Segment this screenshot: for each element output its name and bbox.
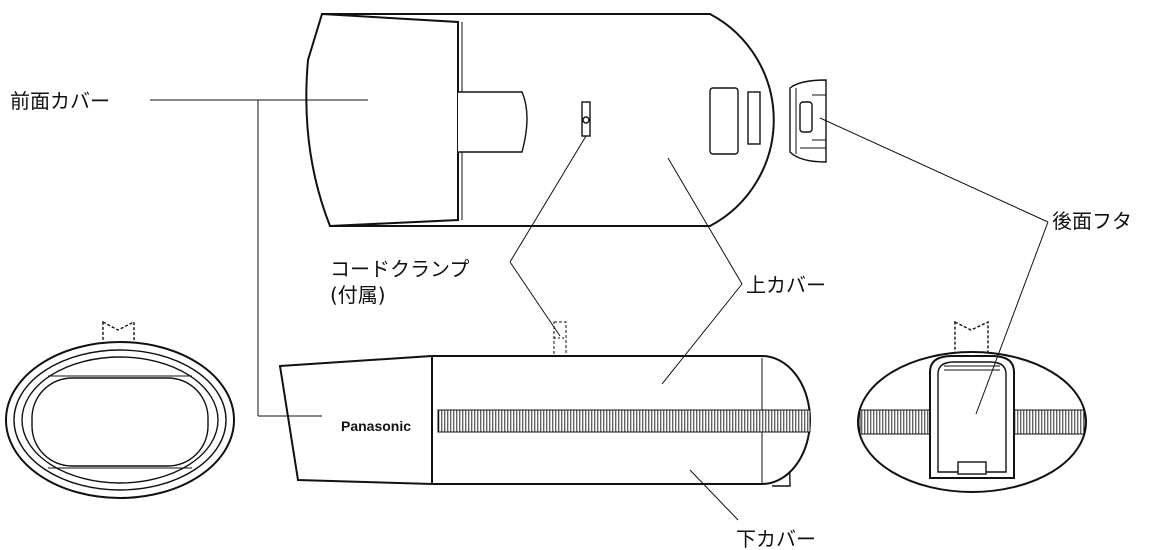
- side-view-housing: Panasonic: [278, 321, 811, 487]
- rear-lid: [789, 79, 827, 163]
- label-front-cover: 前面カバー: [10, 89, 110, 113]
- leader-lines: [150, 99, 1049, 521]
- label-cord-clamp-included: (付属): [330, 283, 386, 307]
- panasonic-logo: Panasonic: [341, 418, 411, 434]
- label-top-cover: 上カバー: [746, 273, 826, 297]
- cord-clamp-mount: [581, 101, 591, 137]
- top-view-housing: [305, 12, 827, 228]
- front-cover-outline: [305, 12, 459, 228]
- cord-clamp: [553, 321, 567, 357]
- label-rear-lid: 後面フタ: [1052, 209, 1132, 233]
- front-view-housing: [5, 320, 235, 499]
- label-cord-clamp: コードクランプ: [330, 257, 469, 281]
- label-bottom-cover: 下カバー: [736, 527, 816, 550]
- rear-view-housing: [857, 320, 1087, 493]
